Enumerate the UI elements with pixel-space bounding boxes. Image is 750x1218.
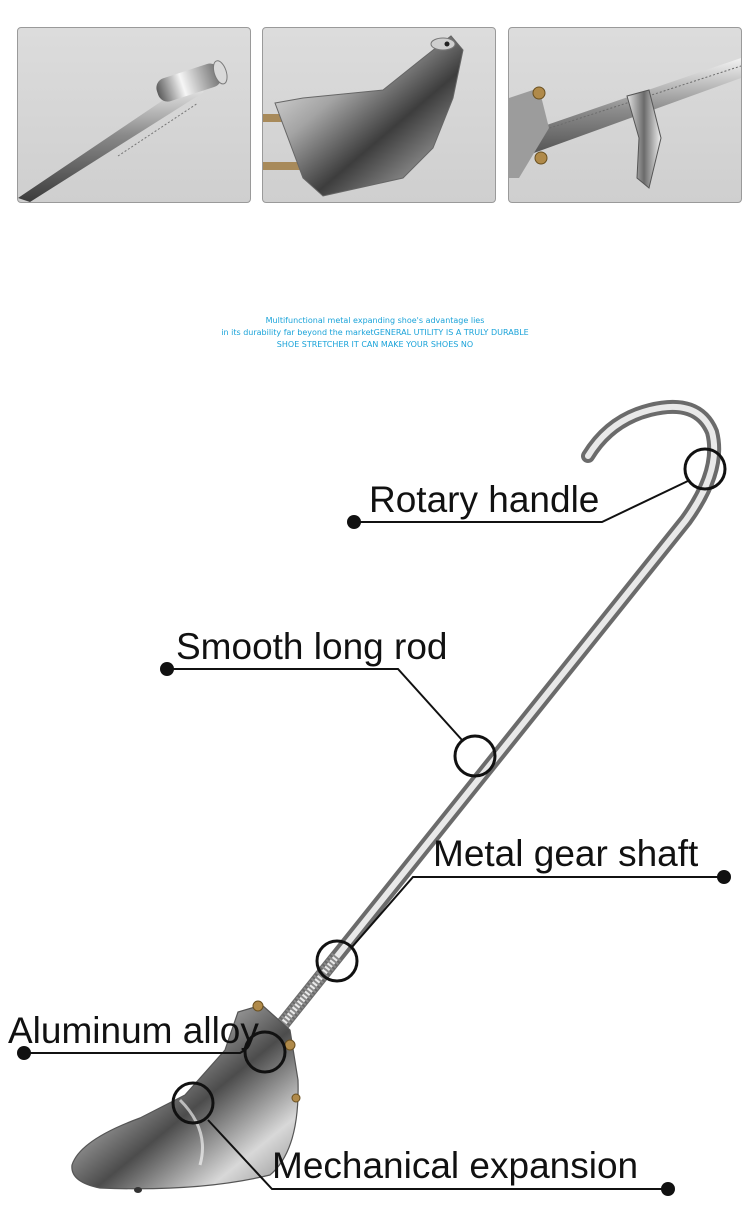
thumbnail-screw-shaft [508,27,742,203]
rotary-handle-marker [683,447,727,491]
leader-lines [24,479,724,1190]
long-rod-marker [453,734,497,778]
expansion-marker [171,1081,215,1125]
shoe-stretcher-figure [17,399,731,1196]
shoe-last-detail-icon [263,35,464,197]
product-blurb: Multifunctional metal expanding shoe's a… [0,315,750,351]
label-metal-gear-shaft: Metal gear shaft [433,833,699,874]
label-smooth-long-rod: Smooth long rod [176,626,448,667]
label-rotary-handle: Rotary handle [369,479,600,520]
label-aluminum-alloy: Aluminum alloy [8,1010,259,1051]
blurb-line-1: Multifunctional metal expanding shoe's a… [265,316,485,325]
thumbnail-t-handle [17,27,251,203]
rod-and-hook [271,399,722,1037]
blurb-line-2: in its durability far beyond the marketG… [221,328,529,337]
label-mechanical-expansion: Mechanical expansion [272,1145,639,1186]
t-handle-detail-icon [18,60,228,202]
leader-dots [17,515,731,1196]
screw-shaft-detail-icon [509,58,741,189]
gear-shaft-marker [315,939,359,983]
blurb-line-3: SHOE STRETCHER IT CAN MAKE YOUR SHOES NO [276,340,474,349]
thumbnail-shoe-last [262,27,496,203]
aluminum-alloy-marker [243,1030,287,1074]
